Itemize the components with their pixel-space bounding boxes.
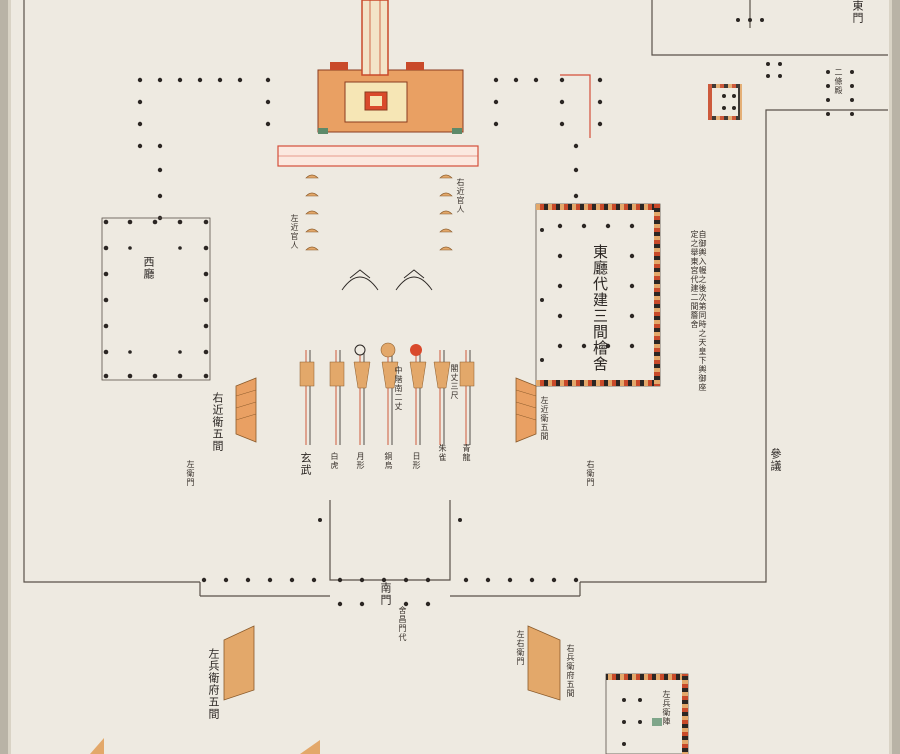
south-gate-pillars: [201, 518, 579, 607]
lower-right-note: 右衛門: [586, 460, 595, 487]
center-columns-note: 中階南二丈: [394, 366, 403, 411]
left-pavilion: [235, 377, 257, 443]
banner-label-6: 朱雀: [438, 444, 447, 462]
bottom-note: 左右衛門: [516, 630, 525, 666]
banner-label-3: 月形: [356, 452, 365, 470]
east-hall-label: 東廳代建三間檜舍: [591, 244, 609, 372]
west-hall-label: 西廳: [142, 256, 155, 280]
right-pavilion: [515, 377, 537, 443]
upper-right-title: 二條殿: [834, 68, 843, 95]
lower-east-pavilion-label: 右兵衛府五間: [566, 644, 575, 698]
lower-right-pavilion: [527, 625, 561, 701]
official-markers: [305, 174, 453, 251]
south-gate-note: 舍昌門代: [398, 606, 407, 642]
lower-left-pavilion: [223, 625, 255, 701]
officials-left-label: 左近官人: [290, 214, 299, 250]
lower-left-note: 左衛門: [186, 460, 195, 487]
banner-label-7: 青龍: [462, 444, 471, 462]
banner-label-4: 銅烏: [384, 452, 393, 470]
main-hall: [277, 0, 479, 167]
east-hall: [535, 203, 661, 387]
horse-note: 閣丈三尺: [450, 364, 459, 400]
tents: [341, 269, 433, 291]
west-hall: [101, 217, 211, 381]
pillar-dots-main: [137, 77, 603, 221]
east-side-stand-label: 參議: [769, 448, 782, 472]
officials-right-label: 右近官人: [456, 178, 465, 214]
banner-label-1: 玄武: [299, 452, 312, 476]
bottom-right-note: 左兵衛陣: [662, 690, 671, 726]
banner-label-5: 日形: [412, 452, 421, 470]
west-pavilion-label: 右近衛五間: [211, 392, 224, 452]
banner-poles: [299, 342, 475, 445]
banner-label-2: 白虎: [330, 452, 339, 470]
south-gate-label: 南門: [379, 582, 392, 606]
east-gate-label: 東門: [851, 0, 864, 24]
right-annotation: 自御輿入幄之後次第同時之天皇下輿御座定之舉東宮代建二間簷舍: [690, 230, 707, 392]
enclosure-lines: [23, 0, 888, 597]
east-pavilion-label: 左近衛五間: [540, 396, 549, 441]
lower-west-pavilion-label: 左兵衛府五間: [207, 648, 220, 720]
